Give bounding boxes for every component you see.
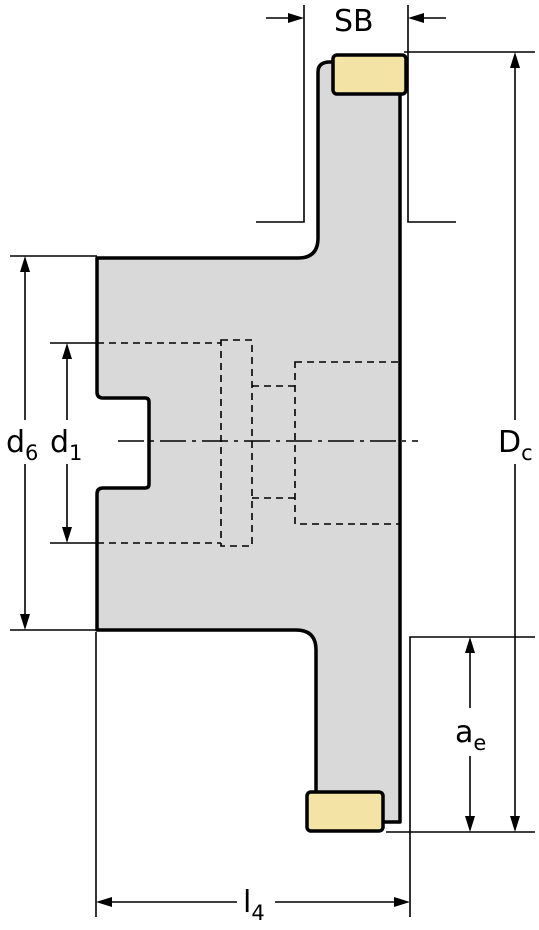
dimension-lines — [10, 5, 535, 917]
dc-label: Dc — [498, 425, 533, 465]
d6-label-main: d — [6, 425, 25, 460]
l4-arrow-right — [394, 897, 410, 907]
dc-label-main: D — [498, 425, 521, 460]
sb-label: SB — [334, 4, 374, 39]
dc-arrow-top — [510, 52, 520, 68]
d1-label: d1 — [50, 425, 82, 465]
sb-arrow-left — [288, 13, 304, 23]
ae-label-main: a — [455, 715, 473, 750]
d6-arrow-top — [20, 256, 30, 272]
d6-label-sub: 6 — [25, 441, 38, 465]
l4-label-main: l — [243, 885, 251, 920]
l4-label: l4 — [243, 885, 265, 925]
d1-arrow-top — [62, 343, 72, 359]
dc-arrow-bottom — [510, 816, 520, 832]
l4-label-sub: 4 — [251, 901, 264, 925]
d1-arrow-bottom — [62, 527, 72, 543]
sb-arrow-right — [408, 13, 424, 23]
cutter-body — [95, 60, 402, 824]
dc-label-sub: c — [521, 441, 533, 465]
ae-arrow-bottom — [465, 816, 475, 832]
d1-label-main: d — [50, 425, 69, 460]
l4-arrow-left — [96, 897, 112, 907]
hidden-bore-lines — [97, 339, 401, 547]
insert-top — [331, 53, 408, 96]
d6-label: d6 — [6, 425, 38, 465]
d6-arrow-bottom — [20, 614, 30, 630]
d1-label-sub: 1 — [69, 441, 82, 465]
ae-arrow-top — [465, 637, 475, 653]
insert-bottom — [305, 790, 385, 833]
arrowheads — [20, 13, 520, 907]
ae-label-sub: e — [473, 731, 486, 755]
ae-label: ae — [455, 715, 486, 755]
